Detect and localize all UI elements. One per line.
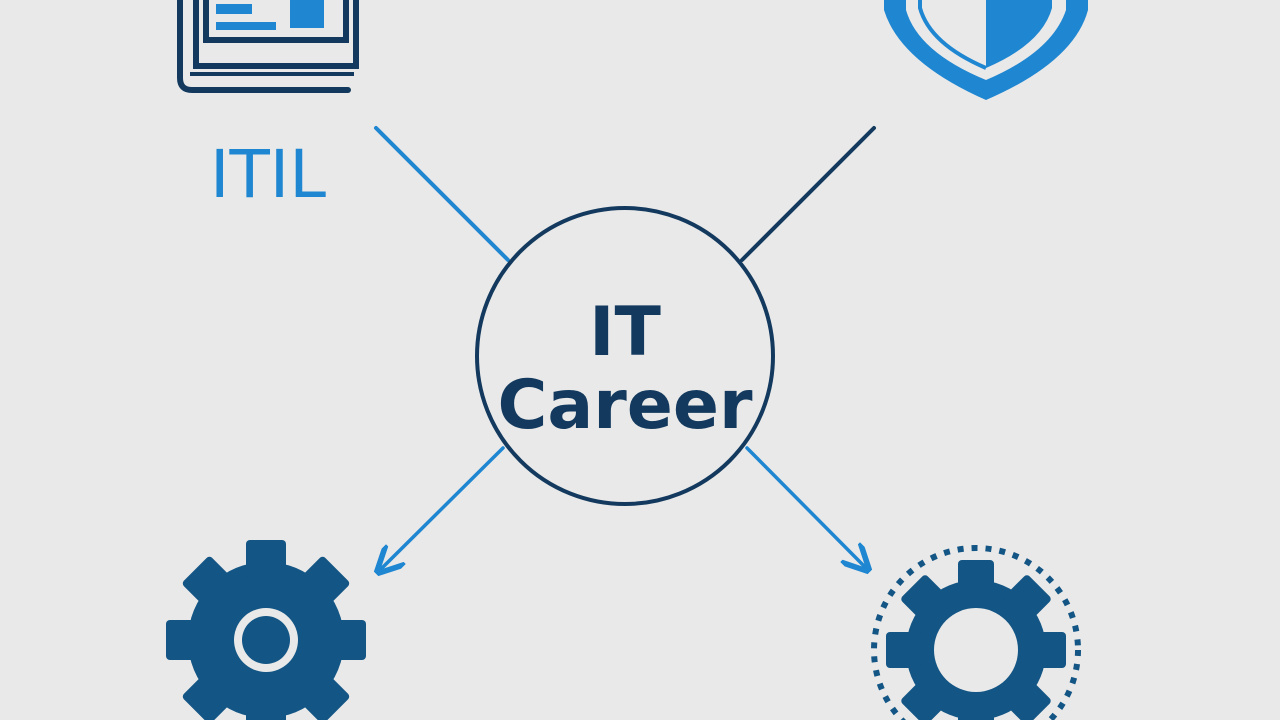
center-node: IT Career (475, 206, 775, 506)
connector-bottom-left (380, 446, 505, 570)
connector-bottom-right (745, 446, 866, 568)
shield-icon (884, 0, 1088, 100)
connector-top-right (740, 126, 876, 262)
center-title-line2: Career (497, 366, 753, 445)
connector-top-left (374, 126, 510, 262)
itil-label: ITIL (210, 136, 326, 213)
gear-icon (166, 540, 366, 720)
book-icon (177, 0, 359, 93)
center-title-line1: IT (589, 293, 661, 372)
gear-dotted-ring-icon (871, 545, 1081, 720)
